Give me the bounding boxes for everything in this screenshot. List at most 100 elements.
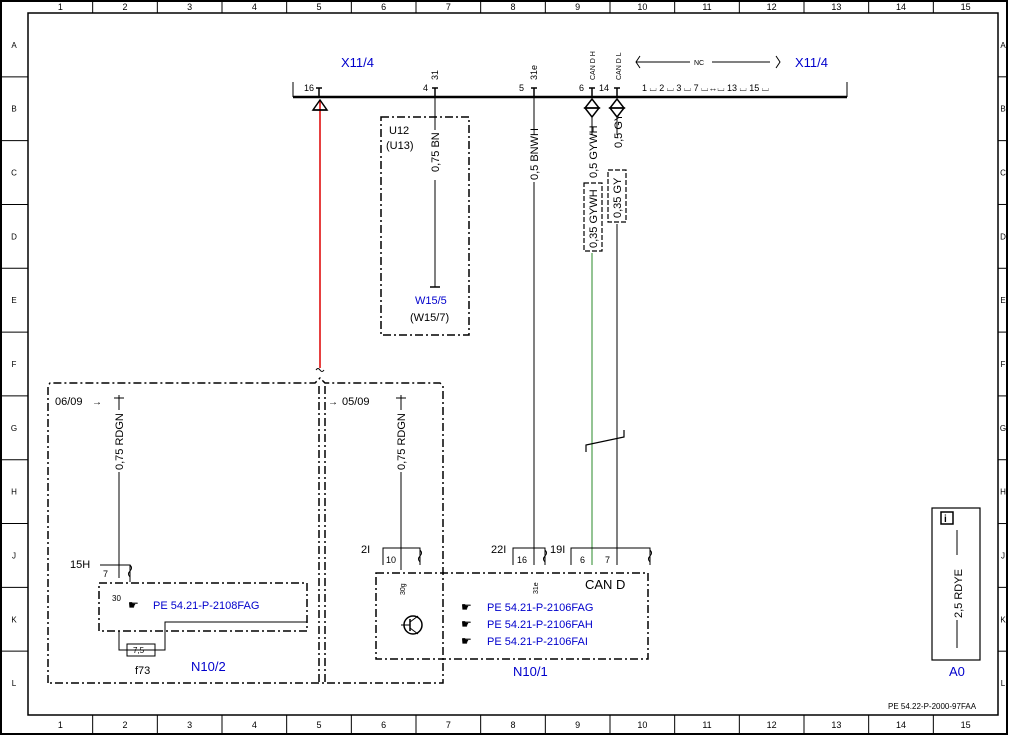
col-label-top: 4 xyxy=(252,2,257,12)
doc-icon-1: ☛ xyxy=(128,598,139,612)
col-label-top: 6 xyxy=(381,2,386,12)
row-label-right: B xyxy=(1000,105,1005,114)
ground-w15-5: W15/5 xyxy=(415,295,447,307)
wire-label-rdgn-2: 0,75 RDGN xyxy=(396,413,408,470)
ref-06-09: 06/09 xyxy=(55,396,83,408)
footer-ref: PE 54.22-P-2000-97FAA xyxy=(888,702,977,711)
wire-label-gywh-035: 0,35 GYWH xyxy=(588,189,600,248)
svg-text:→: → xyxy=(328,397,338,408)
row-label-left: B xyxy=(11,105,16,114)
col-label-bottom: 15 xyxy=(961,720,971,730)
col-label-top: 12 xyxy=(767,2,777,12)
pin-31: 31 xyxy=(430,70,440,80)
row-label-left: A xyxy=(11,41,17,50)
row-label-left: D xyxy=(11,232,17,241)
col-label-top: 5 xyxy=(316,2,321,12)
doc-icon-3: ☛ xyxy=(461,617,472,631)
row-label-left: H xyxy=(11,488,17,497)
col-label-bottom: 7 xyxy=(446,720,451,730)
can-d-label: CAN D xyxy=(585,577,625,592)
col-label-bottom: 3 xyxy=(187,720,192,730)
wire-label-gywh: 0,5 GYWH xyxy=(588,125,600,178)
row-label-left: C xyxy=(11,169,17,178)
wire-label-rdye: 2,5 RDYE xyxy=(953,569,965,618)
col-label-top: 3 xyxy=(187,2,192,12)
doc-ref-2108fag: PE 54.21-P-2108FAG xyxy=(153,600,259,612)
label-19i: 19I xyxy=(550,544,565,556)
row-label-left: L xyxy=(12,679,17,688)
row-label-left: G xyxy=(11,424,17,433)
col-label-bottom: 14 xyxy=(896,720,906,730)
a0-label: A0 xyxy=(949,664,965,679)
col-label-bottom: 5 xyxy=(316,720,321,730)
enclosure-outer xyxy=(47,376,444,684)
pin-10: 10 xyxy=(386,555,396,565)
doc-ref-2106fag: PE 54.21-P-2106FAG xyxy=(487,602,593,614)
n10-1-box xyxy=(375,572,649,660)
pin-14: 14 xyxy=(599,83,609,93)
inner-frame xyxy=(27,12,999,716)
col-label-bottom: 6 xyxy=(381,720,386,730)
col-label-bottom: 13 xyxy=(831,720,841,730)
wire-label-bnwh: 0,5 BNWH xyxy=(529,128,541,180)
twisted-pair-box-2 xyxy=(607,169,627,223)
col-label-top: 2 xyxy=(122,2,127,12)
pin-31e-n101: 31e xyxy=(533,582,540,594)
n10-2-inner-box xyxy=(98,582,308,632)
label-2i: 2I xyxy=(361,544,370,556)
pin-7-n102: 7 xyxy=(103,569,108,579)
doc-ref-2106fai: PE 54.21-P-2106FAI xyxy=(487,636,588,648)
row-label-right: C xyxy=(1000,169,1006,178)
ref-05-09: 05/09 xyxy=(342,396,370,408)
u12-label: U12 xyxy=(389,125,409,137)
pin-30g: 30g xyxy=(400,583,407,595)
row-label-right: H xyxy=(1000,488,1006,497)
pin-16: 16 xyxy=(304,83,314,93)
a0-box xyxy=(931,507,981,661)
pin-6-n101: 6 xyxy=(580,555,585,565)
wire-label-bn: 0,75 BN xyxy=(430,132,442,172)
connector-label-left: X11/4 xyxy=(341,55,374,70)
doc-icon-4: ☛ xyxy=(461,634,472,648)
fuse-value: 7,5 xyxy=(133,646,145,655)
row-label-left: E xyxy=(11,296,16,305)
col-label-bottom: 4 xyxy=(252,720,257,730)
doc-icon-2: ☛ xyxy=(461,600,472,614)
pin-7-n101: 7 xyxy=(605,555,610,565)
twisted-pair-box-1 xyxy=(583,182,603,252)
row-label-right: F xyxy=(1001,360,1006,369)
row-label-right: D xyxy=(1000,232,1006,241)
col-label-top: 8 xyxy=(510,2,515,12)
nc-label: NC xyxy=(694,60,704,67)
col-label-top: 1 xyxy=(58,2,63,12)
u12-box xyxy=(380,116,470,336)
n10-1-label: N10/1 xyxy=(513,664,548,679)
col-label-top: 14 xyxy=(896,2,906,12)
n10-2-label: N10/2 xyxy=(191,659,226,674)
row-label-left: K xyxy=(11,615,17,624)
fuse-label: f73 xyxy=(135,665,150,677)
doc-ref-2106fah: PE 54.21-P-2106FAH xyxy=(487,619,593,631)
nc-pin-list: 1 ⌴ 2 ⌴ 3 ⌴ 7 ⌴↔⌴ 13 ⌴ 15 ⌴ xyxy=(642,83,769,93)
col-label-bottom: 9 xyxy=(575,720,580,730)
col-label-top: 13 xyxy=(831,2,841,12)
pin-30-n102: 30 xyxy=(112,594,121,603)
wire-label-gy: 0,5 GY xyxy=(613,113,625,148)
fuse-f73 xyxy=(126,643,156,657)
svg-text:i: i xyxy=(944,514,947,525)
col-label-bottom: 8 xyxy=(510,720,515,730)
col-label-bottom: 10 xyxy=(637,720,647,730)
pin-4: 4 xyxy=(423,83,428,93)
pin-16-n101: 16 xyxy=(517,555,527,565)
row-label-left: J xyxy=(12,551,16,560)
svg-text:→: → xyxy=(92,397,102,408)
pin-31e: 31e xyxy=(529,65,539,80)
col-label-bottom: 12 xyxy=(767,720,777,730)
col-label-bottom: 11 xyxy=(702,720,711,730)
pin-label-15h: 15H xyxy=(70,559,90,571)
pin-6: 6 xyxy=(579,83,584,93)
col-label-top: 10 xyxy=(637,2,647,12)
wire-label-rdgn-1: 0,75 RDGN xyxy=(114,413,126,470)
